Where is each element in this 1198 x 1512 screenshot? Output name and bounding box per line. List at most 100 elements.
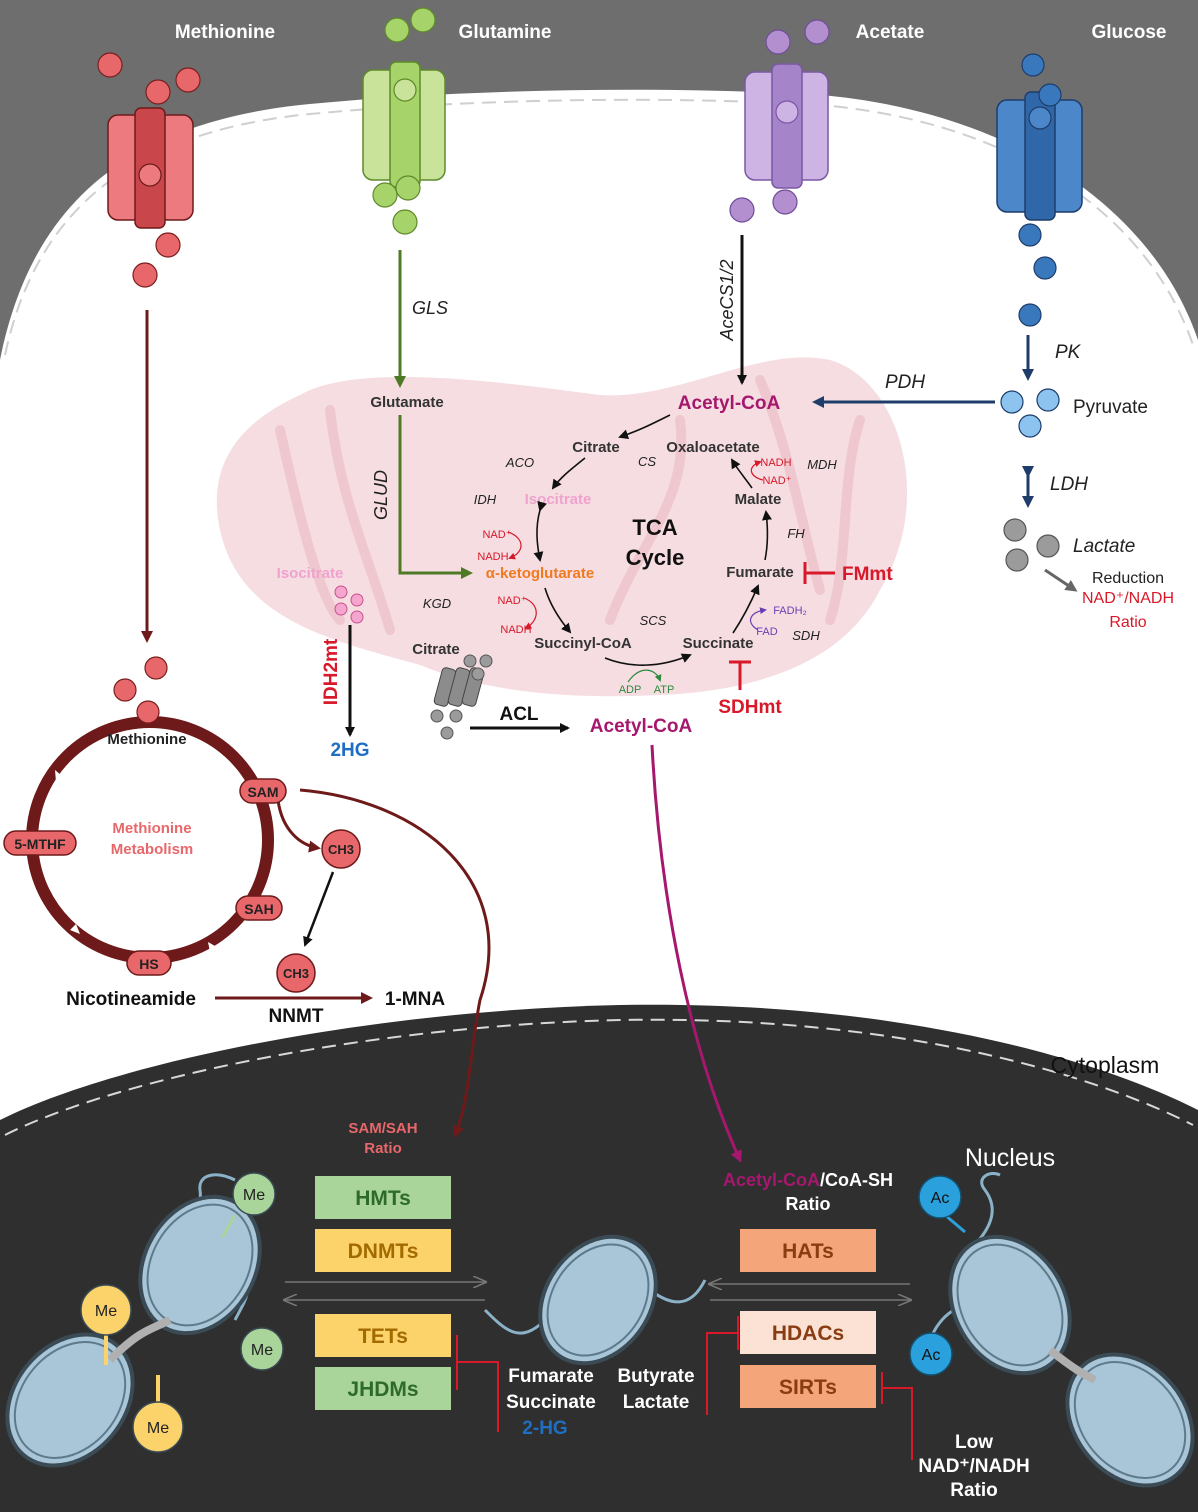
ldh-label: LDH (1050, 474, 1088, 495)
sam-sah-ratio-line2: Ratio (364, 1140, 402, 1157)
low-ratio-label: NAD⁺/NADH (918, 1456, 1029, 1477)
nad-arrow-3 (750, 460, 764, 481)
glutamine-transporter (362, 61, 446, 188)
hats-label: HATs (782, 1240, 834, 1263)
pk-label: PK (1055, 342, 1082, 363)
isocitrate-out-label: Isocitrate (277, 565, 344, 582)
sdh-label: SDH (792, 628, 820, 643)
malate-label: Malate (735, 491, 782, 508)
pyruvate-label: Pyruvate (1073, 397, 1148, 418)
acetyl-coa-ratio-part2: /CoA-SH (820, 1170, 893, 1190)
ch3-circle-2: CH3 (276, 953, 316, 993)
inh-succinate: Succinate (506, 1392, 596, 1413)
nad-plus-3: NAD⁺ (762, 475, 791, 487)
fhmt-inhibitor (803, 562, 835, 584)
ch3-label-1: CH3 (328, 842, 354, 857)
glutamine-label: Glutamine (459, 22, 552, 43)
fumarate-label: Fumarate (726, 564, 794, 581)
reduction-label: Reduction (1092, 570, 1164, 587)
pdh-label: PDH (885, 372, 925, 393)
inh-fumarate: Fumarate (508, 1366, 594, 1387)
reduction-arrow (1044, 568, 1078, 592)
tca-arrow-malate-oxaloacetate (730, 458, 753, 489)
nuclear-membrane-line (4, 1018, 1194, 1136)
atp-label: ATP (654, 684, 675, 696)
methionine-metabolism-line1: Methionine (112, 820, 191, 837)
isocitrate-molecules (334, 585, 364, 624)
glutamine-molecules (372, 7, 436, 235)
glud-arrow (398, 415, 473, 579)
ac-mark-1: Ac (918, 1175, 966, 1234)
nad-plus-2: NAD⁺ (497, 595, 526, 607)
cs-label: CS (638, 454, 656, 469)
nad-arrow-1 (507, 531, 522, 560)
acetate-transporter (744, 63, 829, 189)
equilibrium-arrows-left (285, 1282, 485, 1300)
oxaloacetate-label: Oxaloacetate (666, 439, 759, 456)
succinyl-coa-label: Succinyl-CoA (534, 635, 632, 652)
nucleosome-center (538, 1234, 658, 1366)
tca-title-line2: Cycle (626, 545, 685, 570)
nadh-1: NADH (477, 551, 508, 563)
glucose-molecules (1018, 53, 1062, 327)
glutamate-label: Glutamate (370, 394, 443, 411)
nucleosome-right-bottom (1065, 1352, 1195, 1488)
fad-label: FAD (756, 626, 777, 638)
sam-to-nucleus-arrow (299, 788, 491, 1138)
low-label: Low (955, 1432, 993, 1453)
acetate-label: Acetate (856, 22, 925, 43)
methionine-label: Methionine (175, 22, 275, 43)
sah-pill: SAH (235, 895, 283, 921)
hs-label: HS (139, 956, 158, 972)
me-mark-4: Me (132, 1375, 184, 1453)
met-dot-1 (113, 678, 137, 702)
dnmts-box: DNMTs (315, 1229, 451, 1272)
extracellular-space (0, 0, 1198, 360)
linker-dna-right (1047, 1346, 1097, 1384)
succinate-label: Succinate (683, 635, 754, 652)
inh-butyrate: Butyrate (617, 1366, 694, 1387)
two-hg-label: 2HG (330, 740, 369, 761)
adp-label: ADP (619, 684, 642, 696)
atp-arrow (627, 669, 662, 683)
me-mark-3: Me (240, 1327, 284, 1371)
me-label-2: Me (95, 1303, 117, 1320)
acetyl-coa-ratio-part1: Acetyl-CoA (723, 1170, 820, 1190)
mid-inhibition (706, 1316, 739, 1415)
methionine-metabolism-line2: Metabolism (111, 841, 194, 858)
nad-arrow-2 (523, 597, 537, 629)
me-mark-2: Me (80, 1284, 132, 1365)
acetyl-coa-ratio-line2: Ratio (786, 1194, 831, 1214)
fhmt-label: FMmt (842, 564, 893, 585)
gls-label: GLS (412, 298, 448, 318)
jhdms-label: JHDMs (347, 1378, 418, 1401)
isocitrate-label: Isocitrate (525, 491, 592, 508)
ch3-circle-1: CH3 (321, 829, 361, 869)
sam-pill: SAM (239, 778, 287, 804)
left-inhibition (456, 1335, 499, 1432)
tets-box: TETs (315, 1314, 451, 1357)
sdhmt-inhibitor (729, 660, 751, 690)
me-label-3: Me (251, 1342, 273, 1359)
glud-label: GLUD (371, 470, 391, 520)
tca-arrow-succinate-fumarate (732, 584, 760, 634)
lactate-molecules (1003, 518, 1060, 572)
sirts-inhibition (881, 1372, 913, 1460)
low-ratio-word: Ratio (950, 1480, 998, 1501)
dnmts-label: DNMTs (348, 1240, 419, 1263)
mitochondrion (216, 357, 908, 697)
ac-mark-2: Ac (909, 1332, 953, 1376)
linker-dna-left (107, 1316, 172, 1363)
lactate-label: Lactate (1073, 536, 1135, 557)
citrate-out-label: Citrate (412, 641, 460, 658)
ch3-transfer-arrow (303, 871, 335, 947)
hmts-box: HMTs (315, 1176, 451, 1219)
inh-lactate: Lactate (623, 1392, 690, 1413)
mdh-label: MDH (807, 457, 837, 472)
nucleus-label: Nucleus (965, 1144, 1055, 1172)
hdacs-label: HDACs (772, 1322, 844, 1345)
kgd-label: KGD (423, 596, 451, 611)
nadh-2: NADH (500, 624, 531, 636)
